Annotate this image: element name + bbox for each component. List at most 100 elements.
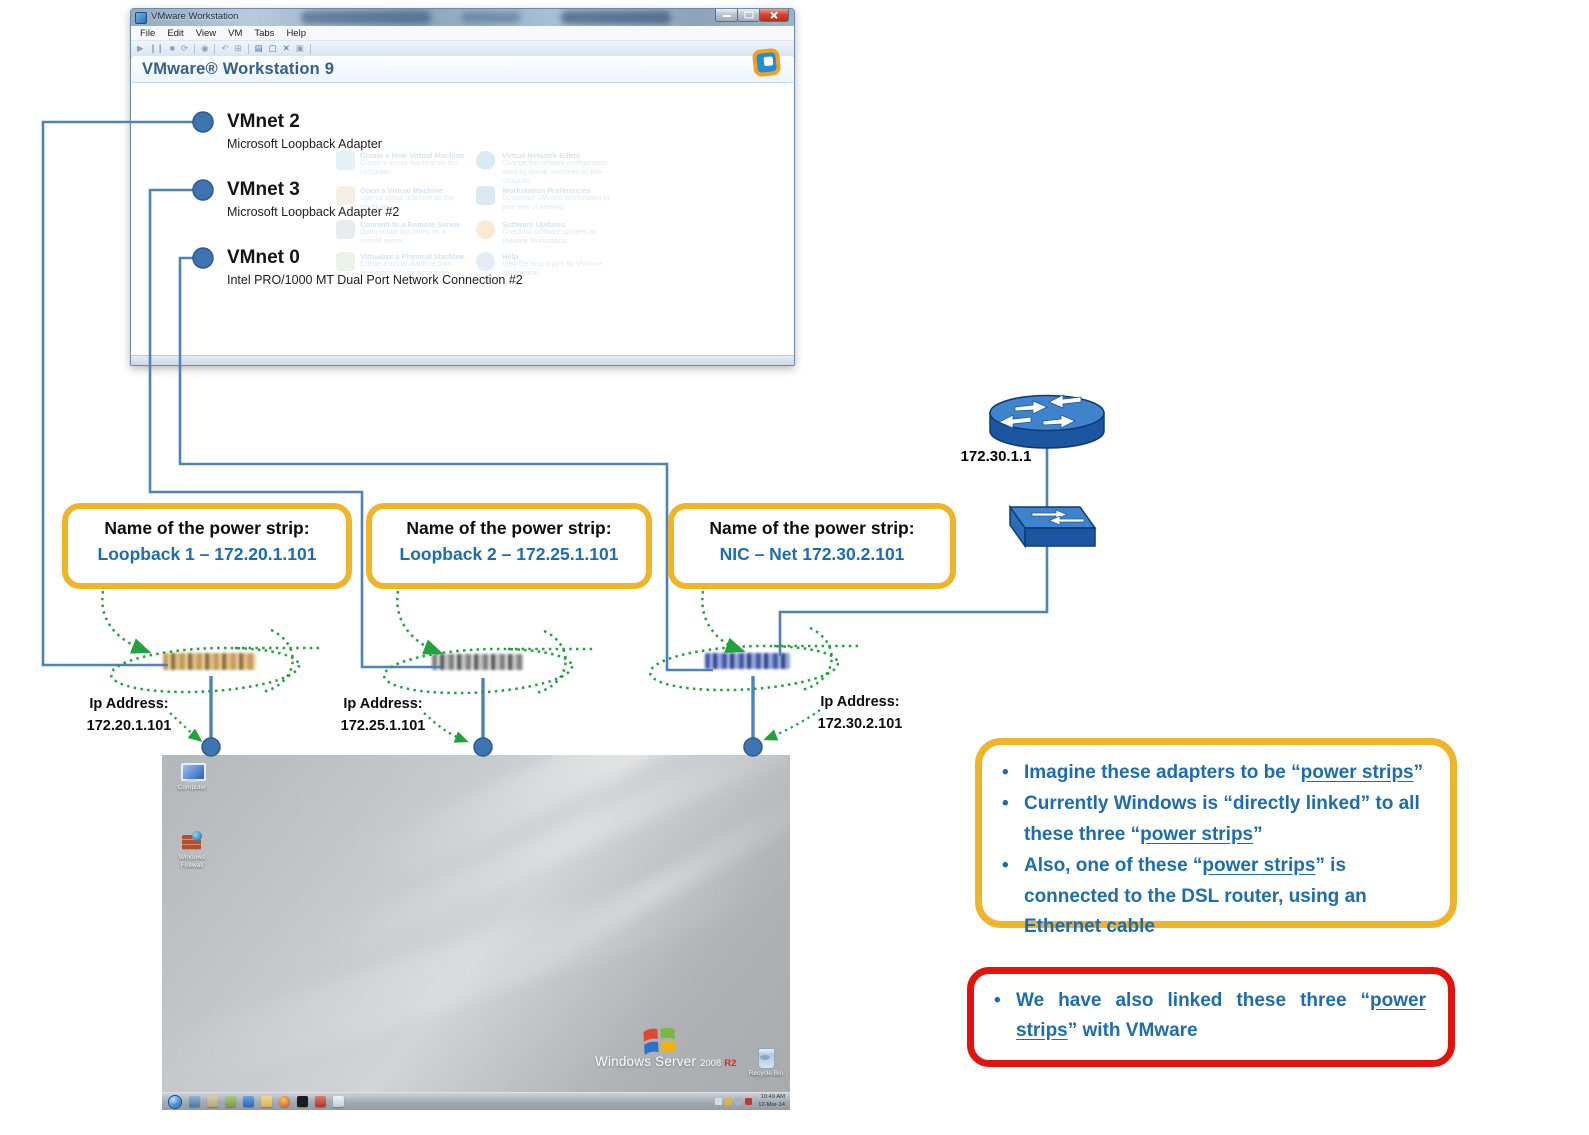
home-item-title: Help	[502, 252, 519, 261]
taskbar-clock[interactable]: 10:49 AM 12-Mar-14	[758, 1094, 785, 1108]
taskbar-messenger-icon[interactable]	[243, 1096, 254, 1107]
taskbar-folder-icon[interactable]	[261, 1096, 272, 1107]
switch-icon	[988, 503, 1100, 563]
vmware-logo-icon	[752, 48, 781, 77]
menu-tabs[interactable]: Tabs	[254, 27, 275, 39]
titlebar-glass-blob	[461, 12, 521, 23]
taskbar-shield-icon[interactable]	[225, 1096, 236, 1107]
taskbar-notepad-icon[interactable]	[333, 1096, 344, 1107]
green-arrow-callout3	[701, 590, 746, 653]
home-item-title: Workstation Preferences	[502, 186, 591, 195]
green-ellipse-adapter1	[109, 646, 301, 694]
taskbar: 10:49 AM 12-Mar-14	[162, 1092, 790, 1110]
brand-band: VMware® Workstation 9	[132, 56, 793, 83]
connect-server-icon	[336, 220, 355, 239]
vmware-app-icon	[135, 12, 147, 24]
ip-label-value: 172.20.1.101	[86, 718, 172, 735]
windows-flag-icon	[642, 1026, 678, 1056]
window-content: Create a New Virtual Machine Create a vi…	[132, 83, 793, 355]
note-underlined-text: power strips	[1202, 855, 1316, 877]
home-item-title: Connect to a Remote Server	[360, 220, 461, 229]
home-item-desc: Change the network configuration used by…	[502, 160, 607, 185]
reset-icon[interactable]: ⟳	[180, 43, 189, 54]
toolbar: ▶ ❙❙ ■ ⟳ ◉ ↶ ⊞ ▤ ▢ ✕ ▣	[131, 41, 794, 57]
note-bullet: We have also linked these three “power s…	[990, 986, 1426, 1047]
taskbar-libraries-icon[interactable]	[207, 1096, 218, 1107]
callout-value: Loopback 1 – 172.20.1.101	[97, 544, 317, 564]
note-bullet: Imagine these adapters to be “power stri…	[998, 758, 1430, 789]
menu-view[interactable]: View	[195, 27, 217, 39]
note-text: Imagine these adapters to be “	[1024, 762, 1301, 783]
brand-title: VMware® Workstation 9	[142, 60, 335, 78]
vmnet-desc: Microsoft Loopback Adapter #2	[227, 205, 400, 219]
suspend-icon[interactable]: ❙❙	[149, 43, 164, 54]
desktop-dot-3	[743, 737, 763, 757]
ip-label-title: Ip Address:	[820, 694, 900, 710]
unity-mode-icon[interactable]: ✕	[282, 43, 290, 54]
note-text: Currently Windows is “directly linked” t…	[1024, 793, 1420, 845]
note-text: We have also linked these three “	[1016, 990, 1371, 1011]
preferences-icon	[476, 186, 495, 205]
window-title: VMware Workstation	[151, 11, 239, 22]
ip-label-2: Ip Address: 172.25.1.101	[324, 693, 442, 738]
ip-label-value: 172.25.1.101	[340, 718, 426, 735]
power-off-icon[interactable]: ■	[169, 43, 175, 54]
adapter-image-nic	[705, 653, 790, 669]
menu-file[interactable]: File	[140, 27, 156, 39]
tray-updates-icon[interactable]	[725, 1098, 733, 1105]
server-brand-text: Windows Server	[595, 1054, 697, 1069]
green-arrow-callout2	[396, 590, 444, 655]
revert-snapshot-icon[interactable]: ↶	[221, 43, 229, 54]
manage-snapshots-icon[interactable]: ⊞	[234, 43, 242, 54]
software-updates-icon	[476, 220, 495, 239]
titlebar-glass-blob	[301, 11, 431, 24]
router-ip-label: 172.30.1.1	[960, 448, 1032, 465]
desktop-icon-label: Recycle Bin	[748, 1070, 784, 1077]
show-thumbnails-icon[interactable]: ▢	[268, 43, 277, 54]
power-on-icon[interactable]: ▶	[137, 43, 144, 54]
home-item-title: Create a New Virtual Machine	[360, 151, 465, 160]
vmnet-name: VMnet 0	[227, 247, 300, 268]
adapter-image-loopback2	[432, 654, 524, 670]
desktop-icon-label: Windows Firewall	[178, 854, 206, 870]
taskbar-cmd-icon[interactable]	[297, 1096, 308, 1107]
recycle-bin-mark	[760, 1055, 770, 1060]
taskbar-user-icon[interactable]	[189, 1096, 200, 1107]
green-ellipse-adapter2	[382, 647, 574, 695]
show-library-icon[interactable]: ▤	[254, 43, 263, 54]
note-text: ” is connected to the DSL router, using …	[1024, 855, 1367, 937]
snapshot-icon[interactable]: ◉	[201, 43, 209, 54]
taskbar-firefox-icon[interactable]	[279, 1096, 290, 1107]
windows-desktop: Computer Windows Firewall Windows Server…	[162, 755, 790, 1110]
callout-label: Name of the power strip:	[709, 518, 915, 538]
note-text: ”	[1253, 823, 1263, 845]
start-button[interactable]	[168, 1094, 182, 1109]
ip-label-title: Ip Address:	[89, 696, 169, 712]
green-lasso-tail-3	[801, 626, 833, 692]
menu-vm[interactable]: VM	[228, 27, 243, 39]
window-titlebar[interactable]: VMware Workstation	[131, 9, 794, 26]
server-edition-text: R2	[724, 1058, 737, 1069]
taskbar-package-icon[interactable]	[315, 1096, 326, 1107]
tray-network-icon[interactable]	[735, 1098, 743, 1105]
menu-help[interactable]: Help	[286, 27, 306, 39]
tray-volume-icon[interactable]	[715, 1098, 723, 1105]
vmnet-row[interactable]: VMnet 2 Microsoft Loopback Adapter	[227, 111, 382, 151]
note-text: ” with VMware	[1067, 1020, 1198, 1042]
close-button[interactable]	[759, 9, 789, 22]
note-underlined-text: power strips	[1300, 762, 1414, 783]
tray-action-center-icon[interactable]	[745, 1098, 753, 1105]
yellow-note-box: Imagine these adapters to be “power stri…	[975, 738, 1457, 937]
vmnet-row[interactable]: VMnet 0 Intel PRO/1000 MT Dual Port Netw…	[227, 247, 523, 287]
computer-icon-stand	[187, 779, 196, 782]
minimize-button[interactable]	[715, 9, 738, 22]
menu-edit[interactable]: Edit	[167, 27, 184, 39]
console-view-icon[interactable]: ▣	[295, 43, 304, 54]
server-year-text: 2008	[700, 1058, 722, 1069]
menu-bar: File Edit View VM Tabs Help	[131, 26, 794, 41]
maximize-button[interactable]	[737, 9, 760, 22]
network-editor-icon	[476, 151, 495, 170]
vmnet-row[interactable]: VMnet 3 Microsoft Loopback Adapter #2	[227, 179, 399, 219]
note-text: ”	[1413, 762, 1424, 783]
